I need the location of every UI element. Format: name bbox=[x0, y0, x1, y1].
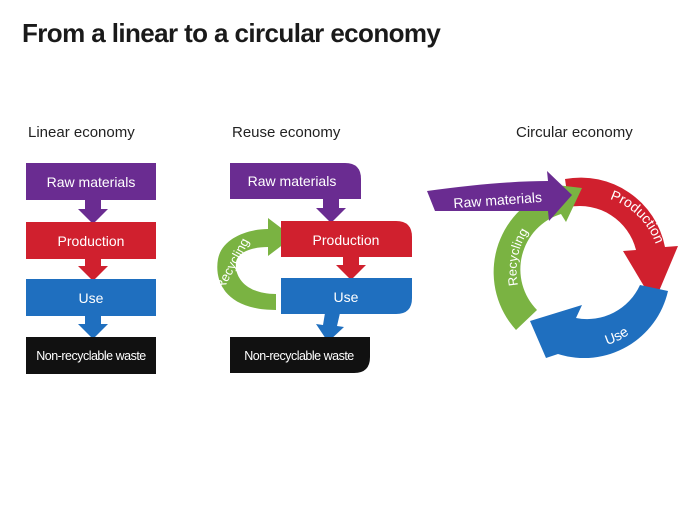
reuse-raw-materials-label: Raw materials bbox=[248, 173, 337, 189]
linear-use-box bbox=[26, 279, 156, 316]
circular-economy-heading: Circular economy bbox=[516, 124, 633, 141]
circular-recycling-arrow bbox=[493, 183, 582, 330]
reuse-raw-materials-box bbox=[230, 163, 361, 199]
linear-raw-materials-box bbox=[26, 163, 156, 200]
linear-waste-box bbox=[26, 337, 156, 374]
circular-production-arrow bbox=[565, 177, 678, 303]
linear-arrow-production-to-use bbox=[78, 258, 108, 281]
linear-waste-label: Non-recyclable waste bbox=[36, 349, 146, 363]
reuse-production-box bbox=[281, 221, 412, 257]
linear-economy-heading: Linear economy bbox=[28, 124, 135, 141]
linear-raw-materials-label: Raw materials bbox=[47, 174, 136, 190]
reuse-recycling-arrow bbox=[217, 218, 293, 310]
reuse-arrow-production-to-use bbox=[336, 256, 366, 280]
linear-arrow-raw-to-production bbox=[78, 199, 108, 224]
linear-arrow-use-to-waste bbox=[78, 315, 108, 339]
page-title: From a linear to a circular economy bbox=[22, 18, 441, 48]
reuse-use-label: Use bbox=[334, 289, 359, 305]
circular-economy-flow: Production Use Recycling Raw materials bbox=[427, 171, 678, 359]
linear-production-label: Production bbox=[58, 233, 125, 249]
reuse-economy-heading: Reuse economy bbox=[232, 124, 341, 141]
reuse-arrow-use-to-waste bbox=[316, 313, 344, 342]
reuse-arrow-raw-to-production bbox=[316, 198, 346, 223]
circular-raw-materials-label: Raw materials bbox=[453, 189, 543, 211]
reuse-use-box bbox=[281, 278, 412, 314]
reuse-waste-label: Non-recyclable waste bbox=[244, 349, 354, 363]
reuse-waste-box bbox=[230, 337, 370, 373]
reuse-production-label: Production bbox=[313, 232, 380, 248]
circular-raw-materials-arrow bbox=[427, 171, 572, 221]
linear-economy-flow: Raw materials Production Use Non-recycla… bbox=[26, 163, 156, 374]
linear-production-box bbox=[26, 222, 156, 259]
reuse-economy-flow: Recycling Raw materials Production Use N… bbox=[212, 163, 412, 373]
circular-use-arrow bbox=[530, 285, 668, 359]
linear-use-label: Use bbox=[79, 290, 104, 306]
